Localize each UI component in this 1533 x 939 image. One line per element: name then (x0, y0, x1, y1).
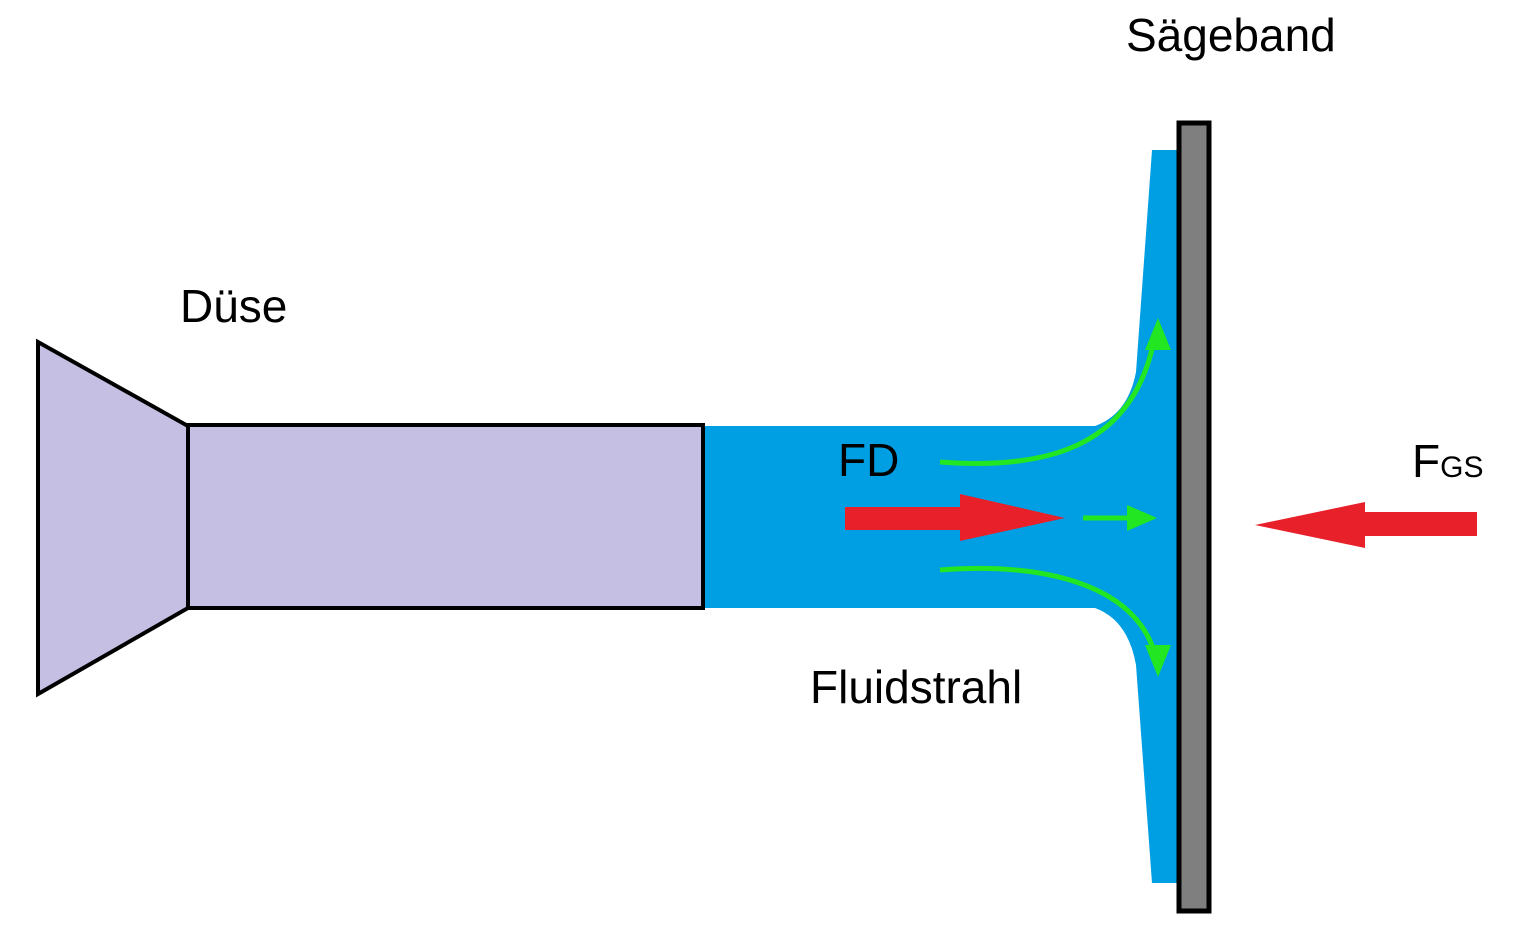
flow-arrow-up-head (1145, 318, 1171, 350)
force-fgs-label-main: F (1412, 435, 1441, 487)
nozzle-cone (36, 338, 190, 698)
flow-arrow-up (939, 344, 1156, 466)
saw-band (1176, 120, 1212, 914)
nozzle-tube (186, 423, 705, 610)
flow-arrow-middle-head (1127, 505, 1157, 531)
saw-band-label: Sägeband (1126, 9, 1336, 61)
nozzle-label: Düse (180, 280, 288, 332)
fluid-jet-label: Fluidstrahl (810, 661, 1023, 713)
flow-arrow-down (939, 565, 1156, 649)
force-fd-label: FD (838, 434, 900, 486)
force-fgs-label: FGS (1412, 438, 1483, 484)
flow-arrow-down-head (1145, 645, 1171, 677)
force-arrow-fgs (1255, 502, 1477, 548)
force-arrow-fd (845, 494, 1065, 541)
force-fgs-label-subscript: GS (1440, 451, 1484, 484)
